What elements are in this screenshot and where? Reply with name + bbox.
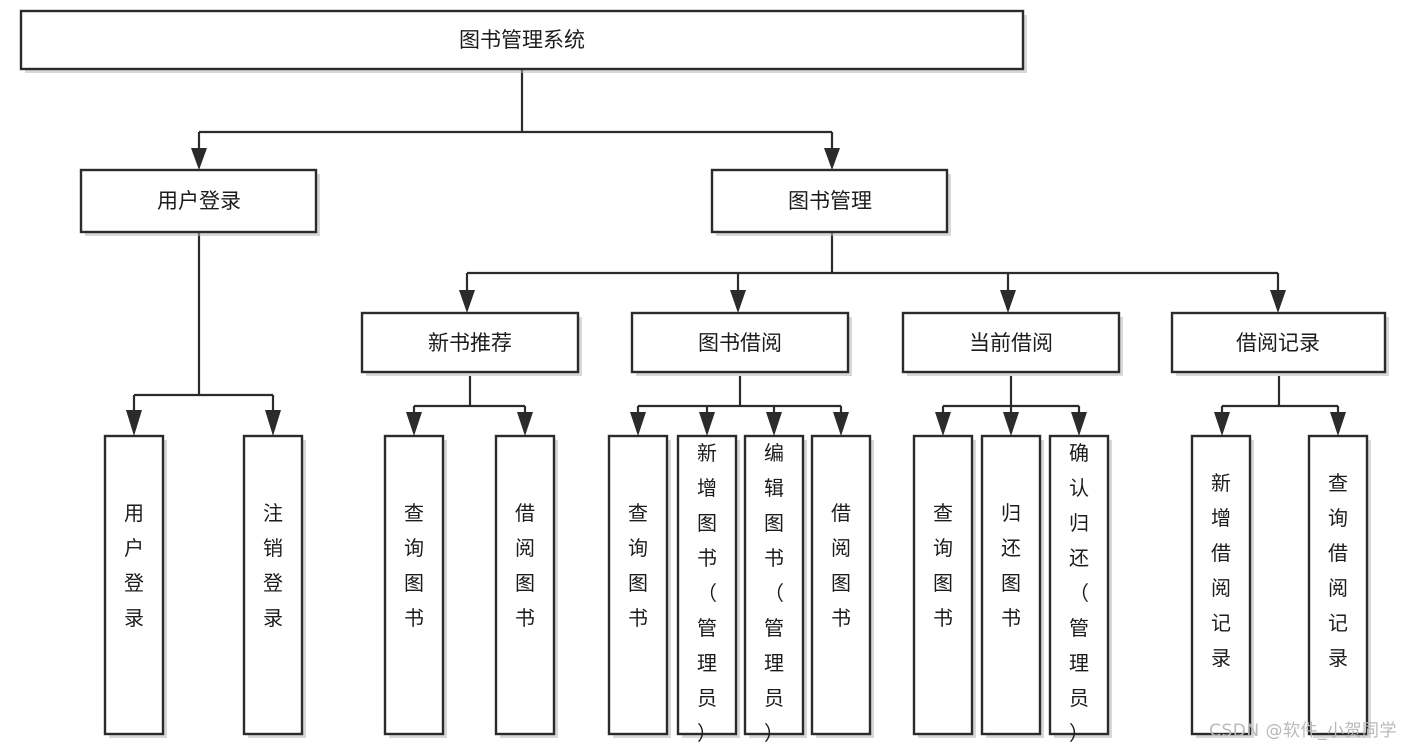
leaf-node-label: 借阅图书 [831,501,851,630]
connector-records-to-leaves [1214,376,1346,436]
node-user-login[interactable]: 用户登录 [79,168,320,236]
connector-userlogin-to-leaves [126,232,281,436]
leaf-node[interactable]: 查询图书 [607,434,671,738]
arrow-head-icon [730,290,746,313]
leaf-node[interactable]: 编辑图书（管理员） [743,434,807,745]
connector-current-to-leaves [935,376,1087,436]
node-root[interactable]: 图书管理系统 [19,9,1027,73]
leaf-node-label: 确认归还（管理员） [1069,441,1089,745]
node-book-borrow-label: 图书借阅 [698,331,782,355]
leaf-node[interactable]: 查询图书 [383,434,447,738]
arrow-head-icon [824,148,840,170]
arrow-head-icon [265,410,281,436]
leaf-node[interactable]: 查询图书 [912,434,976,738]
leaf-node[interactable]: 确认归还（管理员） [1048,434,1112,745]
arrow-head-icon [1330,412,1346,436]
node-new-book-recommend-label: 新书推荐 [428,331,512,355]
watermark: CSDN @软件_小贺同学 [1209,721,1397,741]
leaf-node-label: 查询图书 [628,501,648,630]
leaf-node-label: 查询图书 [933,501,953,630]
connector-bookmgmt-to-level3 [459,232,1286,313]
node-current-borrow[interactable]: 当前借阅 [901,311,1123,376]
leaf-node[interactable]: 借阅图书 [810,434,874,738]
leaf-node[interactable]: 新增借阅记录 [1190,434,1254,738]
node-borrow-records-label: 借阅记录 [1236,331,1320,355]
arrow-head-icon [406,412,422,436]
connector-borrow-to-leaves [630,376,849,436]
leaf-node-label: 用户登录 [124,501,144,630]
leaf-node-label: 查询借阅记录 [1328,471,1348,670]
leaf-node[interactable]: 借阅图书 [494,434,558,738]
node-book-management[interactable]: 图书管理 [710,168,951,236]
arrow-head-icon [1003,412,1019,436]
arrow-head-icon [191,148,207,170]
leaf-node-label: 编辑图书（管理员） [764,441,784,745]
arrow-head-icon [459,290,475,313]
leaf-node-label: 归还图书 [1001,501,1021,630]
arrow-head-icon [1214,412,1230,436]
arrow-head-icon [630,412,646,436]
node-new-book-recommend[interactable]: 新书推荐 [360,311,582,376]
arrow-head-icon [1071,412,1087,436]
arrow-head-icon [517,412,533,436]
leaf-node-label: 注销登录 [263,501,283,630]
arrow-head-icon [935,412,951,436]
node-book-borrow[interactable]: 图书借阅 [630,311,852,376]
leaf-node-label: 查询图书 [404,501,424,630]
arrow-head-icon [833,412,849,436]
arrow-head-icon [126,410,142,436]
arrow-head-icon [1270,290,1286,313]
leaf-node-label: 新增借阅记录 [1211,471,1231,670]
arrow-head-icon [699,412,715,436]
connector-root-to-level2 [191,69,840,170]
node-root-label: 图书管理系统 [459,28,585,52]
node-current-borrow-label: 当前借阅 [969,331,1053,355]
connector-newbook-to-leaves [406,376,533,436]
leaf-node[interactable]: 新增图书（管理员） [676,434,740,745]
leaf-node-label: 借阅图书 [515,501,535,630]
node-user-login-label: 用户登录 [157,189,241,213]
arrow-head-icon [1000,290,1016,313]
leaf-node-label: 新增图书（管理员） [697,441,717,745]
arrow-head-icon [766,412,782,436]
leaf-node[interactable]: 查询借阅记录 [1307,434,1371,738]
node-borrow-records[interactable]: 借阅记录 [1170,311,1389,376]
leaf-node[interactable]: 用户登录 [103,434,167,738]
node-book-management-label: 图书管理 [788,189,872,213]
leaf-node[interactable]: 注销登录 [242,434,306,738]
leaf-node[interactable]: 归还图书 [980,434,1044,738]
